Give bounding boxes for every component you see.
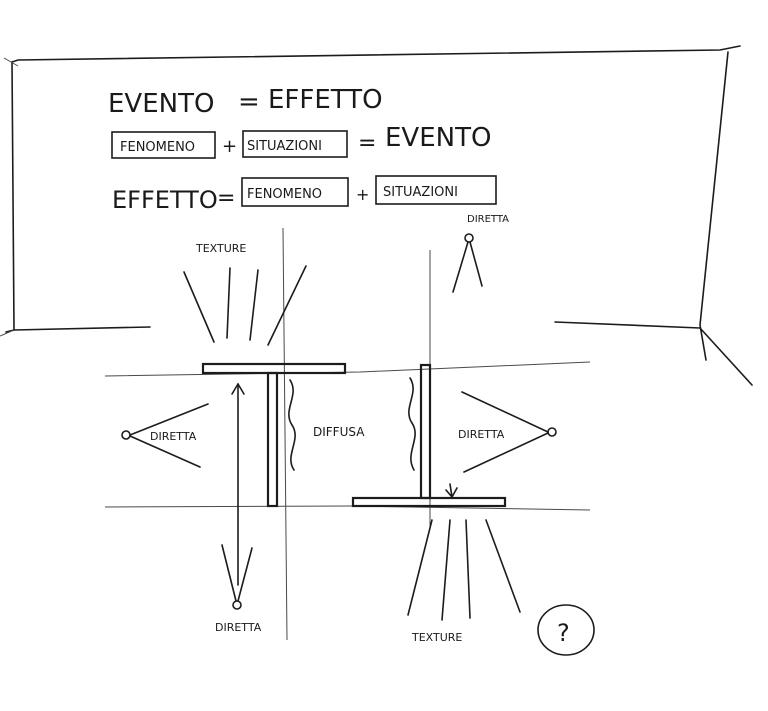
label-diretta-right: DIRETTA — [458, 428, 505, 441]
left-vertical-panel — [266, 371, 279, 508]
eq2-box-fenomeno — [111, 131, 216, 159]
top-right-cone-right — [469, 241, 483, 287]
left-t-panel — [201, 362, 347, 508]
eq2-right: EVENTO — [385, 123, 491, 153]
top-right-cone-left — [452, 241, 469, 293]
ray-bottom-3 — [465, 519, 471, 619]
diffusa-waves — [288, 377, 416, 471]
ray-bottom-1 — [407, 519, 433, 616]
label-diretta-top-right: DIRETTA — [467, 214, 509, 225]
label-diffusa: DIFFUSA — [313, 425, 365, 439]
eq3-box1-text: FENOMENO — [247, 187, 322, 202]
eq3-equals: = — [217, 186, 235, 211]
left-cone-lower — [129, 435, 201, 468]
texture-rays-top — [183, 265, 307, 346]
right-light-source — [547, 427, 557, 437]
equation-line-3: EFFETTO = FENOMENO + SITUAZIONI — [112, 175, 497, 214]
right-t-panel — [351, 363, 507, 508]
ray-bottom-2 — [441, 519, 451, 621]
left-cone-upper — [129, 403, 209, 436]
guide-lines — [104, 227, 591, 641]
ray-top-1 — [183, 271, 215, 343]
left-horizontal-panel — [201, 362, 347, 375]
eq2-box2-text: SITUAZIONI — [247, 139, 322, 154]
eq2-box-situazioni — [242, 130, 348, 158]
eq1-left: EVENTO — [108, 89, 214, 119]
equation-line-1: EVENTO = EFFETTO — [108, 85, 383, 119]
eq3-box-fenomeno — [241, 177, 349, 207]
question-mark: ? — [557, 619, 570, 647]
eq1-right: EFFETTO — [268, 85, 383, 115]
eq2-plus: + — [222, 136, 237, 157]
ceiling-line — [11, 45, 741, 63]
left-corner-tick — [3, 57, 19, 67]
bottom-cone-right — [237, 547, 253, 602]
right-floor-diagonal — [699, 327, 753, 386]
right-cone-lower — [463, 432, 549, 473]
bottom-arrow-head — [231, 382, 245, 395]
ray-top-4 — [267, 265, 307, 346]
wave-left — [288, 379, 296, 471]
eq3-plus: + — [356, 185, 369, 204]
eq2-equals: = — [358, 131, 376, 156]
eq3-box2-text: SITUAZIONI — [383, 185, 458, 200]
upper-horizon-line — [104, 361, 591, 377]
ray-top-3 — [249, 269, 259, 341]
room-outline — [0, 45, 753, 386]
top-right-light-source — [464, 233, 474, 243]
label-texture-top: TEXTURE — [195, 242, 246, 255]
label-diretta-bottom: DIRETTA — [215, 621, 262, 634]
eq3-left: EFFETTO — [112, 186, 218, 214]
left-vertical-guide — [282, 227, 288, 641]
ray-bottom-4 — [485, 519, 521, 613]
bottom-direct-light — [221, 382, 253, 610]
equation-line-2: FENOMENO + SITUAZIONI = EVENTO — [111, 123, 491, 159]
right-horizontal-panel — [351, 496, 507, 508]
left-wall-line — [5, 61, 15, 333]
eq1-equals: = — [238, 87, 260, 117]
eq2-box1-text: FENOMENO — [120, 140, 195, 155]
bottom-light-source — [232, 600, 242, 610]
ray-top-2 — [226, 267, 231, 339]
lower-horizon-line — [104, 505, 591, 511]
right-vertical-panel — [419, 363, 432, 500]
left-direct-light — [121, 403, 209, 468]
top-right-direct-light — [452, 233, 483, 293]
left-light-source — [121, 430, 131, 440]
left-floor-line — [13, 326, 151, 331]
bottom-cone-left — [221, 544, 237, 602]
right-direct-light — [461, 391, 557, 473]
wave-right — [408, 377, 416, 471]
small-arrow-right-panel — [445, 483, 458, 499]
question-circle-outline — [537, 604, 595, 656]
eq3-box-situazioni — [375, 175, 497, 205]
question-circle: ? — [537, 604, 595, 656]
right-wall-line — [699, 51, 729, 361]
label-diretta-left: DIRETTA — [150, 430, 197, 443]
right-floor-line — [554, 321, 701, 329]
texture-rays-bottom — [407, 519, 521, 621]
left-floor-tick — [0, 329, 15, 337]
right-cone-upper — [461, 391, 549, 433]
label-texture-bottom: TEXTURE — [411, 631, 462, 644]
